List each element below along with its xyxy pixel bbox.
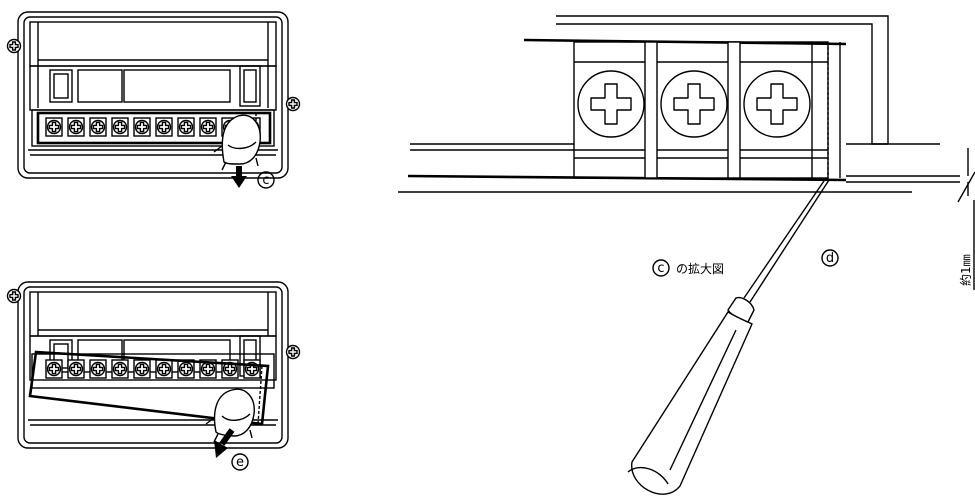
device-bottom: e: [6, 281, 301, 471]
side-screw-left-bottom: [6, 288, 22, 304]
arrow-down-icon: [214, 428, 235, 458]
side-screw-left-top: [6, 38, 22, 54]
phillips-screw-icon: [660, 70, 728, 138]
tilted-cover: [28, 350, 270, 426]
label-d: d: [826, 251, 834, 266]
arrow-down-icon: [231, 166, 247, 188]
finger-icon: [213, 114, 261, 171]
screwdriver-icon: [627, 177, 830, 495]
label-c-marker: c: [257, 171, 275, 189]
label-e: e: [236, 455, 244, 470]
caption-text: の拡大図: [676, 262, 724, 276]
enlarged-caption: c の拡大図: [652, 259, 724, 277]
side-screw-right-top: [285, 96, 301, 112]
device-top: c: [6, 11, 301, 189]
side-screw-right-bottom: [285, 344, 301, 360]
label-e-marker: e: [231, 453, 249, 471]
enlarged-view: d c の拡大図 約1㎜: [398, 15, 975, 495]
label-d-marker: d: [821, 249, 839, 267]
dimension-callout: 約1㎜: [957, 148, 975, 290]
finger-icon: [205, 388, 255, 443]
label-c: c: [262, 173, 269, 188]
caption-c: c: [657, 261, 664, 276]
dimension-text: 約1㎜: [958, 254, 973, 286]
phillips-screw-icon: [743, 70, 811, 138]
phillips-screw-icon: [577, 70, 645, 138]
